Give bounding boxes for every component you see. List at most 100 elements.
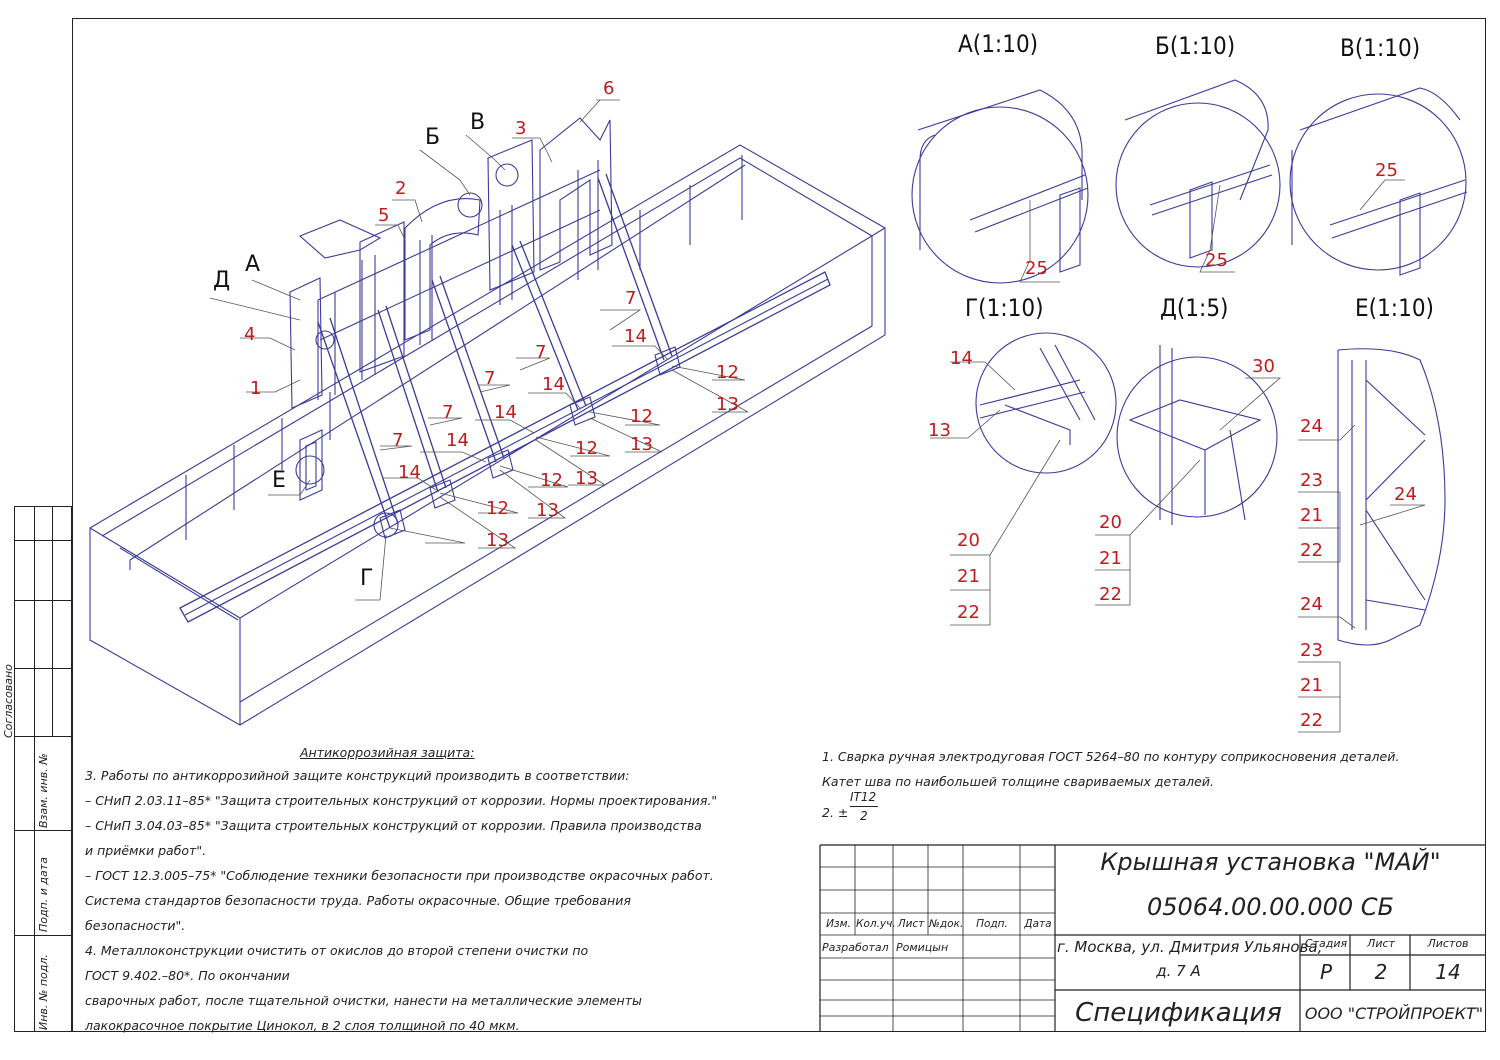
part-label: 3 — [515, 118, 527, 139]
detail-label: 22 — [1300, 540, 1323, 561]
side-stamp — [14, 506, 72, 1032]
part-label: 2 — [395, 178, 407, 199]
detail-label: 21 — [1099, 548, 1122, 569]
tolerance-numerator: IT12 — [850, 790, 877, 804]
detail-title-d: Д(1:5) — [1160, 294, 1229, 322]
header-list: Лист — [897, 918, 925, 930]
notes-right: 1. Сварка ручная электродуговая ГОСТ 526… — [822, 744, 1399, 794]
side-stamp-divider — [14, 600, 72, 601]
note-line: безопасности". — [85, 918, 186, 933]
side-stamp-divider — [14, 668, 72, 669]
stage-value: Р — [1319, 960, 1333, 984]
side-stamp-divider — [14, 935, 72, 936]
header-izm: Изм. — [826, 918, 851, 930]
stage-label: Стадия — [1304, 937, 1348, 950]
detail-title-g: Г(1:10) — [965, 294, 1044, 322]
part-label: 6 — [603, 78, 615, 99]
company-name: ООО "СТРОЙПРОЕКТ" — [1304, 1004, 1484, 1023]
note-line: ГОСТ 9.402.–80*. По окончании — [85, 968, 290, 983]
callout-v: В — [470, 110, 486, 135]
tolerance-fraction-bar — [850, 806, 878, 807]
drawing-frame — [72, 18, 1486, 1032]
part-label: 7 — [535, 342, 547, 363]
note-line: – ГОСТ 12.3.005–75* "Соблюдение техники … — [85, 868, 714, 883]
part-label: 13 — [716, 394, 739, 415]
note-line: Система стандартов безопасности труда. Р… — [85, 893, 631, 908]
note-line: – СНиП 2.03.11–85* "Защита строительных … — [85, 793, 718, 808]
part-label: 4 — [244, 324, 256, 345]
part-label: 12 — [486, 498, 509, 519]
address-line-1: г. Москва, ул. Дмитрия Ульянова, — [1057, 938, 1323, 956]
detail-label: 20 — [957, 530, 980, 551]
part-label: 1 — [250, 378, 262, 399]
side-stamp-divider — [14, 736, 72, 737]
part-label: 7 — [625, 288, 637, 309]
part-label: 14 — [494, 402, 517, 423]
part-label: 13 — [536, 500, 559, 521]
detail-label: 22 — [957, 602, 980, 623]
detail-title-b: Б(1:10) — [1155, 32, 1236, 60]
part-label: 14 — [624, 326, 647, 347]
developer-name: Ромицын — [896, 941, 949, 954]
tolerance-denominator: 2 — [860, 809, 868, 823]
detail-title-v: В(1:10) — [1340, 34, 1421, 62]
detail-label: 13 — [928, 420, 951, 441]
detail-label: 21 — [1300, 675, 1323, 696]
part-label: 14 — [398, 462, 421, 483]
part-label: 14 — [542, 374, 565, 395]
header-kol: Кол.уч. — [856, 918, 896, 930]
callout-e: Е — [272, 468, 286, 493]
object-name: Крышная установка "МАЙ" — [1100, 848, 1441, 876]
callout-d: Д — [213, 268, 231, 293]
detail-title-a: А(1:10) — [958, 30, 1039, 58]
detail-label: 21 — [957, 566, 980, 587]
side-stamp-divider — [14, 830, 72, 831]
header-podp: Подп. — [976, 918, 1008, 930]
detail-label: 24 — [1394, 484, 1417, 505]
header-data: Дата — [1024, 918, 1052, 930]
note-line: 1. Сварка ручная электродуговая ГОСТ 526… — [822, 749, 1400, 764]
detail-label: 24 — [1300, 416, 1323, 437]
tolerance-prefix: 2. ± — [822, 805, 849, 820]
detail-label: 21 — [1300, 505, 1323, 526]
detail-label: 22 — [1099, 584, 1122, 605]
part-label: 13 — [486, 530, 509, 551]
sheet-label: Лист — [1367, 937, 1395, 950]
part-label: 12 — [716, 362, 739, 383]
note-line: лакокрасочное покрытие Цинокол, в 2 слоя… — [85, 1018, 520, 1033]
note-line: – СНиП 3.04.03–85* "Защита строительных … — [85, 818, 702, 833]
part-label: 7 — [442, 402, 454, 423]
side-stamp-divider — [14, 540, 72, 541]
part-label: 12 — [540, 470, 563, 491]
sheets-label: Листов — [1427, 937, 1469, 950]
part-label: 13 — [575, 468, 598, 489]
notes-heading: Антикоррозийная защита: — [300, 745, 475, 760]
detail-label: 24 — [1300, 594, 1323, 615]
note-line: и приёмки работ". — [85, 843, 207, 858]
callout-b: Б — [425, 125, 441, 150]
detail-label: 23 — [1300, 470, 1323, 491]
document-code: 05064.00.00.000 СБ — [1147, 893, 1394, 921]
detail-label: 23 — [1300, 640, 1323, 661]
sheet-value: 2 — [1374, 960, 1388, 984]
side-stamp-divider — [34, 506, 35, 1032]
callout-a: А — [245, 252, 261, 277]
note-line: 3. Работы по антикоррозийной защите конс… — [85, 768, 630, 783]
detail-label: 20 — [1099, 512, 1122, 533]
part-label: 7 — [392, 430, 404, 451]
note-line: Катет шва по наибольшей толщине сваривае… — [822, 774, 1214, 789]
sheets-value: 14 — [1435, 960, 1461, 984]
detail-label: 25 — [1205, 250, 1228, 271]
part-label: 7 — [484, 368, 496, 389]
note-line: сварочных работ, после тщательной очистк… — [85, 993, 642, 1008]
detail-label: 14 — [950, 348, 973, 369]
notes-left: 3. Работы по антикоррозийной защите конс… — [85, 763, 717, 1038]
developed-label: Разработал — [822, 941, 889, 954]
side-stamp-divider — [52, 506, 53, 736]
detail-label: 25 — [1375, 160, 1398, 181]
detail-label: 22 — [1300, 710, 1323, 731]
part-label: 5 — [378, 205, 390, 226]
detail-label: 30 — [1252, 356, 1275, 377]
part-label: 12 — [575, 438, 598, 459]
